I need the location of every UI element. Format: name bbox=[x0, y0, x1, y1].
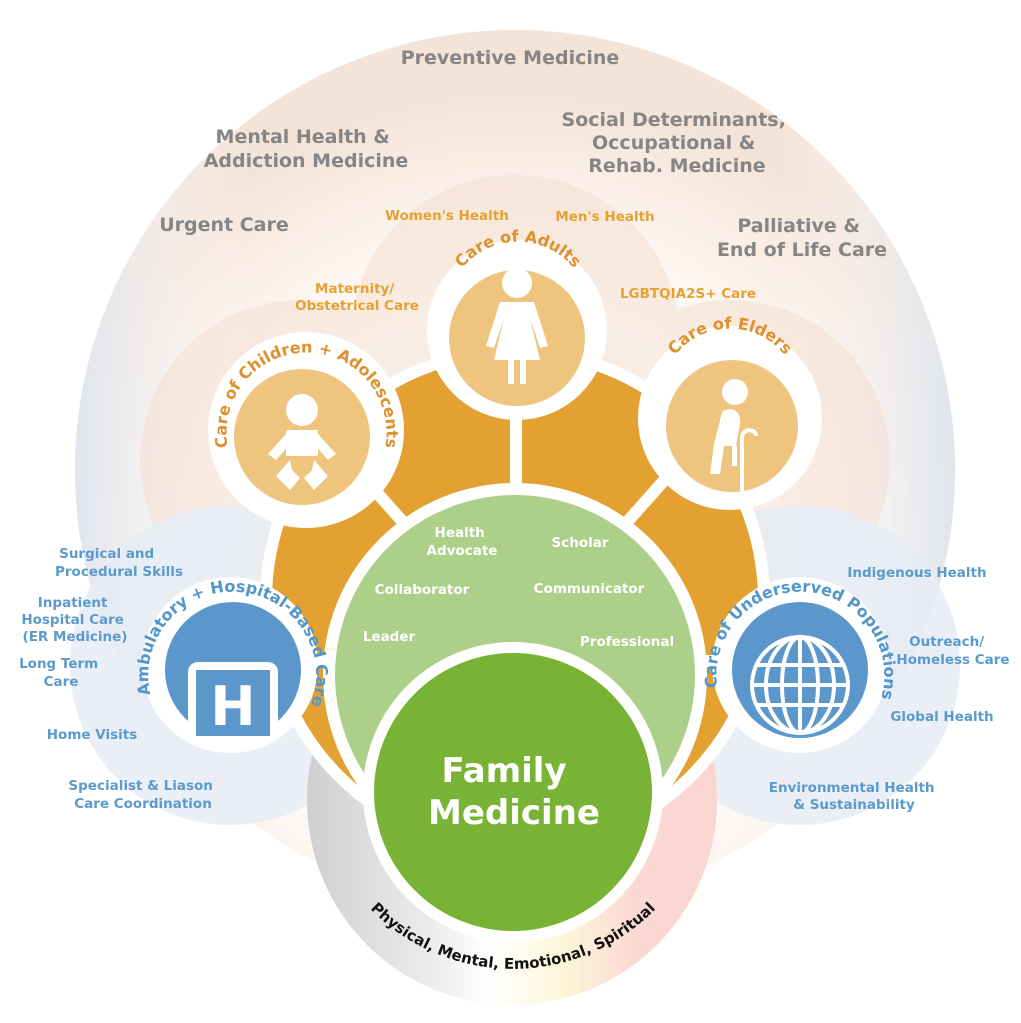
role-communicator: Communicator bbox=[534, 581, 645, 597]
role-collaborator: Collaborator bbox=[375, 582, 470, 598]
hospital-h-icon: H bbox=[188, 662, 278, 742]
underserved-topic-labels: Indigenous Health Outreach/ Homeless Car… bbox=[769, 565, 1010, 813]
adult-topic-labels: Women's Health Men's Health Maternity/ O… bbox=[295, 208, 756, 314]
topic-inpatient: Inpatient Hospital Care (ER Medicine) bbox=[21, 595, 128, 645]
topic-specialist: Specialist & Liason Care Coordination bbox=[68, 778, 217, 812]
topic-mens-health: Men's Health bbox=[555, 209, 654, 225]
outer-domain-labels: Preventive Medicine Mental Health & Addi… bbox=[159, 47, 887, 261]
topic-indigenous: Indigenous Health bbox=[847, 565, 986, 581]
elder-with-cane-icon bbox=[710, 379, 758, 492]
outer-label-mental-health: Mental Health & Addiction Medicine bbox=[204, 126, 409, 172]
hospital-h-letter: H bbox=[210, 675, 255, 738]
outer-label-urgent-care: Urgent Care bbox=[159, 214, 289, 236]
topic-outreach: Outreach/ Homeless Care bbox=[896, 634, 1009, 668]
care-elders-circle[interactable]: Care of Elders bbox=[638, 314, 822, 510]
role-professional: Professional bbox=[580, 634, 674, 650]
topic-surgical: Surgical and Procedural Skills bbox=[55, 546, 183, 580]
woman-icon bbox=[486, 268, 548, 384]
topic-long-term-care: Long Term Care bbox=[19, 656, 103, 690]
topic-womens-health: Women's Health bbox=[385, 208, 509, 224]
topic-home-visits: Home Visits bbox=[47, 727, 138, 743]
outer-label-social-determinants: Social Determinants, Occupational & Reha… bbox=[562, 109, 793, 177]
topic-lgbtqia2s: LGBTQIA2S+ Care bbox=[620, 286, 756, 302]
family-medicine-title: Family Medicine bbox=[428, 751, 600, 833]
hospital-topic-labels: Surgical and Procedural Skills Inpatient… bbox=[19, 546, 217, 812]
outer-label-palliative: Palliative & End of Life Care bbox=[717, 215, 887, 261]
globe-icon bbox=[750, 635, 850, 735]
role-labels: Health Advocate Scholar Collaborator Com… bbox=[363, 525, 674, 650]
role-leader: Leader bbox=[363, 629, 416, 645]
baby-icon bbox=[268, 394, 336, 490]
care-children-circle[interactable]: Care of Children + Adolescents bbox=[208, 332, 404, 528]
outer-label-preventive: Preventive Medicine bbox=[401, 47, 620, 69]
topic-maternity: Maternity/ Obstetrical Care bbox=[295, 281, 419, 314]
role-scholar: Scholar bbox=[551, 535, 608, 551]
role-health-advocate: Health Advocate bbox=[427, 525, 498, 559]
topic-global-health: Global Health bbox=[890, 709, 993, 725]
family-medicine-core bbox=[363, 642, 663, 942]
care-adults-circle[interactable]: Care of Adults bbox=[427, 227, 607, 420]
topic-environmental: Environmental Health & Sustainability bbox=[769, 780, 940, 813]
